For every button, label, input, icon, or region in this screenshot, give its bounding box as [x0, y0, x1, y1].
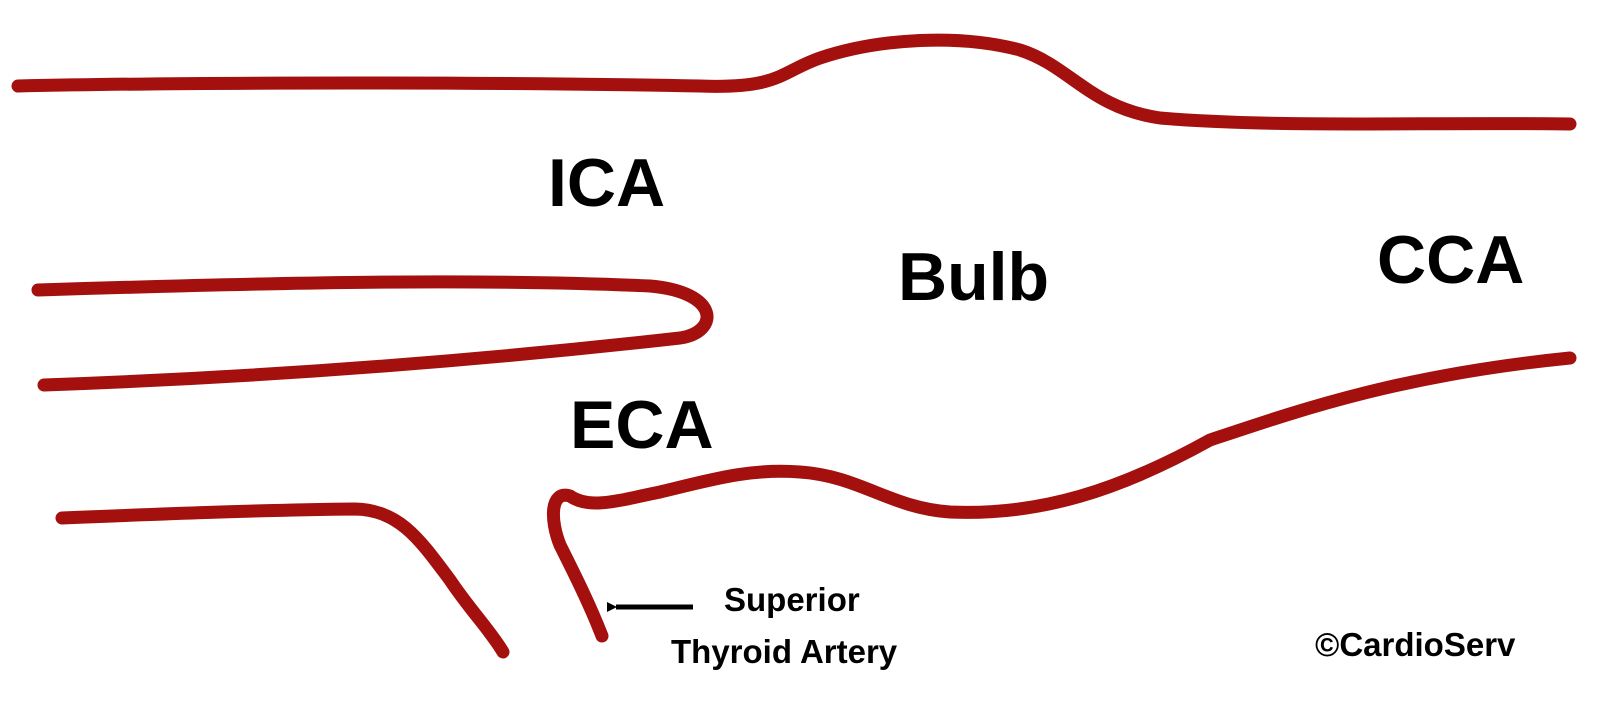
- cca-lower-wall-with-superior-thyroid-artery: [546, 351, 1577, 643]
- labels: ICA Bulb CCA ECA Superior Thyroid Artery…: [548, 145, 1524, 670]
- copyright-text: ©CardioServ: [1315, 626, 1516, 663]
- vessel-walls: [11, 33, 1577, 659]
- bulb-label: Bulb: [898, 239, 1049, 315]
- ica-label: ICA: [548, 145, 665, 221]
- ica-lower-eca-upper-wall: [31, 275, 714, 392]
- superior-thyroid-label-line2: Thyroid Artery: [671, 633, 898, 670]
- cca-label: CCA: [1377, 222, 1524, 298]
- ica-cca-upper-wall: [11, 33, 1577, 131]
- eca-lower-wall: [55, 502, 510, 659]
- eca-label: ECA: [570, 387, 714, 463]
- superior-thyroid-label-line1: Superior: [724, 581, 860, 618]
